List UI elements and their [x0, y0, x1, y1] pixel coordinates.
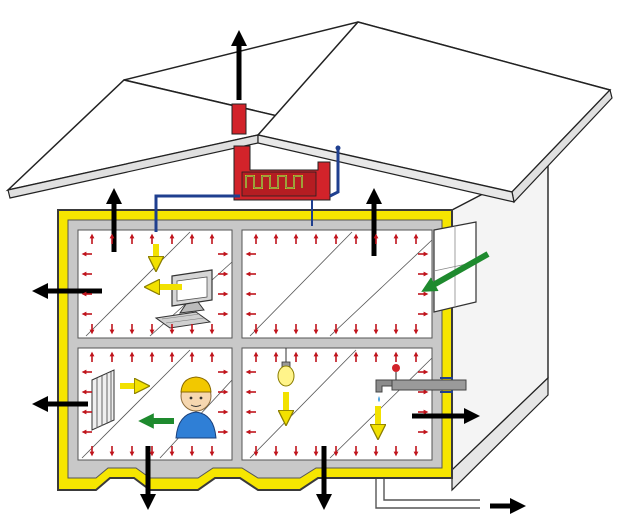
house-side-wall: [451, 158, 549, 492]
drain-pipe: [375, 478, 480, 509]
person-icon: [175, 376, 217, 439]
heat-loss-arrows: [31, 29, 527, 515]
solar-gain-arrow: [421, 251, 490, 292]
water-tap-icon: [375, 364, 467, 402]
room-upper-right: [241, 229, 433, 339]
heating-boiler-icon: [241, 171, 317, 197]
computer-icon: [154, 269, 213, 329]
internal-heat-flows: [120, 244, 378, 432]
window-icon: [433, 221, 477, 313]
light-bulb-icon: [277, 348, 295, 387]
gain-arrows: [138, 251, 490, 429]
radiator-icon: [91, 369, 115, 431]
roof: [5, 21, 613, 204]
room-lower-right: [241, 347, 433, 461]
heat-flux-arrows: [81, 233, 429, 457]
